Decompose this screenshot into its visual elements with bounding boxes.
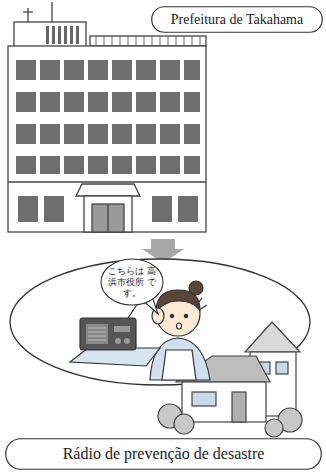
bubble-shape	[101, 259, 163, 305]
label-shape	[6, 439, 322, 470]
place-label: Rádio de prevenção de desastre	[5, 438, 322, 470]
place-label: Prefeitura de Takahama	[151, 6, 323, 33]
node-text: Rádio de prevenção de desastre	[63, 445, 265, 463]
label-shape	[152, 7, 323, 33]
city-hall-building	[8, 2, 206, 232]
speech-bubble-text: こちらは 高浜市役所 です。	[100, 258, 164, 306]
node-text: Prefeitura de Takahama	[171, 12, 303, 28]
node-text: こちらは 高浜市役所 です。	[108, 266, 156, 299]
